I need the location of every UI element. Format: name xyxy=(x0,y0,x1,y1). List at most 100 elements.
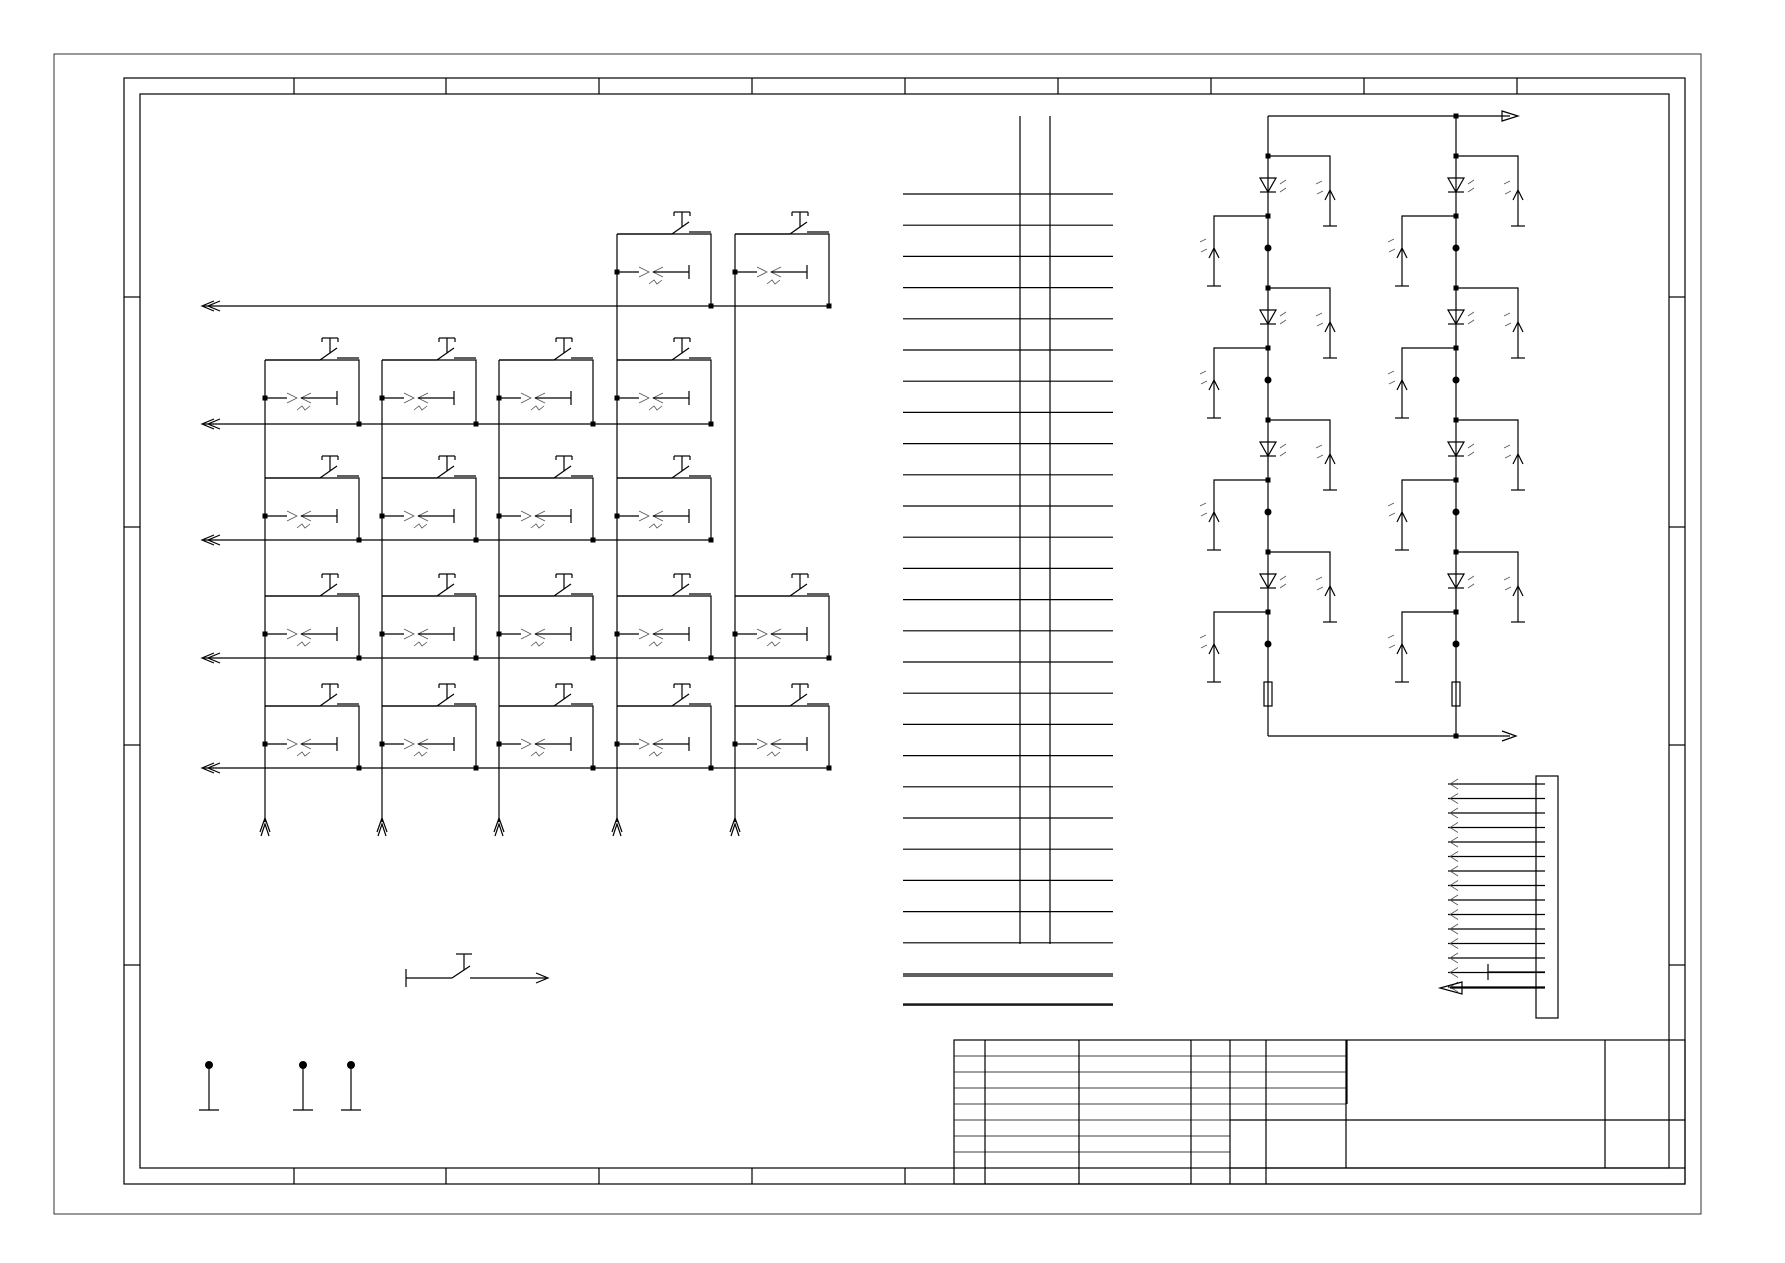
diode-arrow-a xyxy=(403,738,415,750)
supply-arrow xyxy=(1501,110,1521,122)
switch-lever xyxy=(553,583,572,597)
row-node xyxy=(708,303,714,309)
key-diode xyxy=(384,627,455,647)
connector-pin-arrow xyxy=(1449,836,1459,848)
key-loop xyxy=(735,233,830,306)
left-tap xyxy=(1213,215,1268,228)
led-triangle xyxy=(1258,177,1278,194)
diode-zigzag xyxy=(766,641,781,647)
row-node xyxy=(590,421,596,427)
column-arrow xyxy=(259,816,271,833)
left-tap xyxy=(1401,347,1456,360)
key-loop xyxy=(617,477,712,540)
column-arrow-2 xyxy=(730,822,740,837)
switch-lever xyxy=(436,693,455,707)
key-switch xyxy=(617,455,711,479)
led-triangle xyxy=(1258,573,1278,590)
matrix-key xyxy=(379,573,479,661)
right-photo-sensor xyxy=(1315,302,1337,359)
key-switch xyxy=(265,455,359,479)
diode-arrow-a xyxy=(756,738,768,750)
led-junction xyxy=(1264,376,1272,384)
right-tap xyxy=(1268,551,1331,566)
key-diode xyxy=(619,509,690,529)
key-diode xyxy=(737,265,808,285)
title-block-border xyxy=(953,1039,1686,1185)
connector-output-arrow xyxy=(1437,981,1463,995)
key-diode xyxy=(501,627,572,647)
diode-arrow-a xyxy=(403,392,415,404)
switch-lever xyxy=(436,583,455,597)
row-node xyxy=(826,303,832,309)
sensor-rays xyxy=(1503,444,1512,459)
column-arrow xyxy=(493,816,505,833)
led-rays xyxy=(1467,311,1475,325)
key-switch xyxy=(499,683,593,707)
connector-pin-arrow xyxy=(1449,909,1459,920)
diode-zigzag xyxy=(413,405,428,411)
row-node xyxy=(708,655,714,661)
diode-zigzag xyxy=(530,751,545,757)
key-loop xyxy=(617,359,712,424)
diode-zigzag xyxy=(296,405,311,411)
connector-pin-arrow xyxy=(1449,793,1459,804)
diode-zigzag xyxy=(413,751,428,757)
connector-pin-arrow xyxy=(1449,807,1459,819)
left-tap xyxy=(1213,347,1268,360)
led-triangle xyxy=(1446,309,1466,326)
connector xyxy=(1437,775,1559,1019)
diode-arrow-a xyxy=(520,510,532,522)
right-tap xyxy=(1268,419,1331,434)
switch-lever xyxy=(671,465,690,479)
sensor-rays xyxy=(1503,180,1512,195)
left-photo-sensor xyxy=(1387,492,1409,551)
switch-lever xyxy=(436,465,455,479)
left-photo-sensor xyxy=(1387,624,1409,683)
key-loop xyxy=(382,477,477,540)
right-tap xyxy=(1456,419,1519,434)
key-loop xyxy=(499,595,594,658)
switch-lever xyxy=(319,693,338,707)
row-node xyxy=(356,765,362,771)
switch-lever xyxy=(671,221,690,235)
key-diode xyxy=(384,737,455,757)
key-loop xyxy=(499,477,594,540)
right-photo-sensor xyxy=(1503,566,1525,623)
led-triangle xyxy=(1258,441,1278,458)
diode-arrow-a xyxy=(286,628,298,640)
key-loop xyxy=(265,595,360,658)
key-loop xyxy=(735,705,830,768)
right-photo-sensor xyxy=(1503,434,1525,491)
diode-zigzag xyxy=(296,751,311,757)
key-switch xyxy=(617,337,711,361)
row-arrow-2 xyxy=(206,418,221,430)
standalone-switch xyxy=(405,953,550,987)
row-node xyxy=(473,655,479,661)
key-switch xyxy=(617,573,711,597)
key-switch xyxy=(735,211,829,235)
led-triangle xyxy=(1446,441,1466,458)
switch-lever xyxy=(553,465,572,479)
sensor-rays xyxy=(1315,444,1324,459)
matrix-key xyxy=(379,683,479,771)
diode-zigzag xyxy=(648,279,663,285)
key-diode xyxy=(384,509,455,529)
sensor-rays xyxy=(1315,576,1324,591)
led-string xyxy=(1199,116,1337,736)
right-tap xyxy=(1456,155,1519,170)
right-photo-sensor xyxy=(1503,302,1525,359)
misc-symbols xyxy=(199,953,550,1111)
diode-arrow-a xyxy=(520,392,532,404)
diode-arrow-a xyxy=(286,738,298,750)
key-loop xyxy=(617,705,712,768)
key-diode xyxy=(737,737,808,757)
column-arrow-2 xyxy=(260,822,270,837)
led-junction xyxy=(1264,640,1272,648)
left-photo-sensor xyxy=(1199,624,1221,683)
row-arrow xyxy=(200,418,215,430)
sensor-arrow xyxy=(1396,378,1408,391)
key-loop xyxy=(382,705,477,768)
diode-zigzag xyxy=(413,523,428,529)
switch-arrow xyxy=(535,972,550,984)
